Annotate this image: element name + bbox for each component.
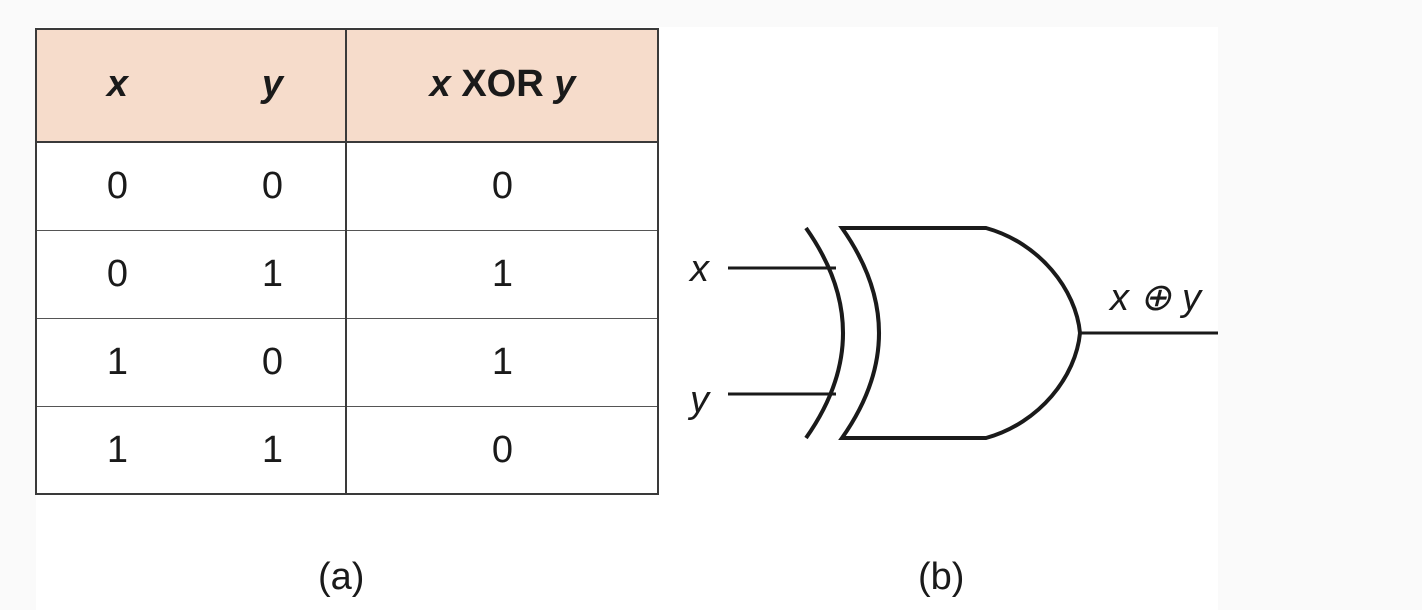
cell-y: 0 — [261, 164, 284, 207]
cell-output: 0 — [345, 405, 658, 494]
cell-output: 1 — [345, 229, 658, 318]
header-output-var2: y — [554, 63, 576, 105]
table-row: 0 1 1 — [35, 229, 658, 318]
cell-x: 1 — [35, 317, 200, 406]
cell-x: 0 — [106, 164, 129, 207]
cell-y: 1 — [200, 229, 346, 318]
input-label-x: x — [688, 248, 711, 290]
table-header-row: x y x XOR y — [35, 28, 658, 143]
output-label: x ⊕ y — [1108, 277, 1203, 319]
caption-b: (b) — [918, 556, 965, 598]
header-output: x XOR y — [345, 28, 658, 143]
caption-a: (a) — [318, 556, 365, 598]
cell-x: 1 — [35, 405, 200, 494]
xor-gate-body — [838, 226, 1083, 440]
cell-x: 0 — [35, 229, 200, 318]
xor-gate-diagram: x y x ⊕ y — [687, 226, 1218, 440]
cell-output: 0 — [345, 142, 658, 230]
cell-y: 0 — [200, 317, 346, 406]
header-output-var1: x — [429, 63, 451, 105]
xor-truth-table: x y x XOR y 0 0 0 0 1 1 1 0 1 1 1 0 — [35, 28, 658, 494]
header-x: x — [35, 28, 200, 143]
header-y-label: y — [261, 63, 284, 105]
header-x-label: x — [106, 63, 129, 105]
xor-back-curve — [804, 226, 845, 440]
table-row: 1 1 0 — [35, 405, 658, 494]
table-row: 0 0 0 — [35, 142, 658, 230]
header-y: y — [200, 28, 346, 143]
cell-y: 1 — [200, 405, 346, 494]
table-row: 1 0 1 — [35, 317, 658, 406]
header-output-op: XOR — [461, 63, 544, 105]
cell-output: 1 — [345, 317, 658, 406]
input-label-y: y — [687, 379, 711, 421]
